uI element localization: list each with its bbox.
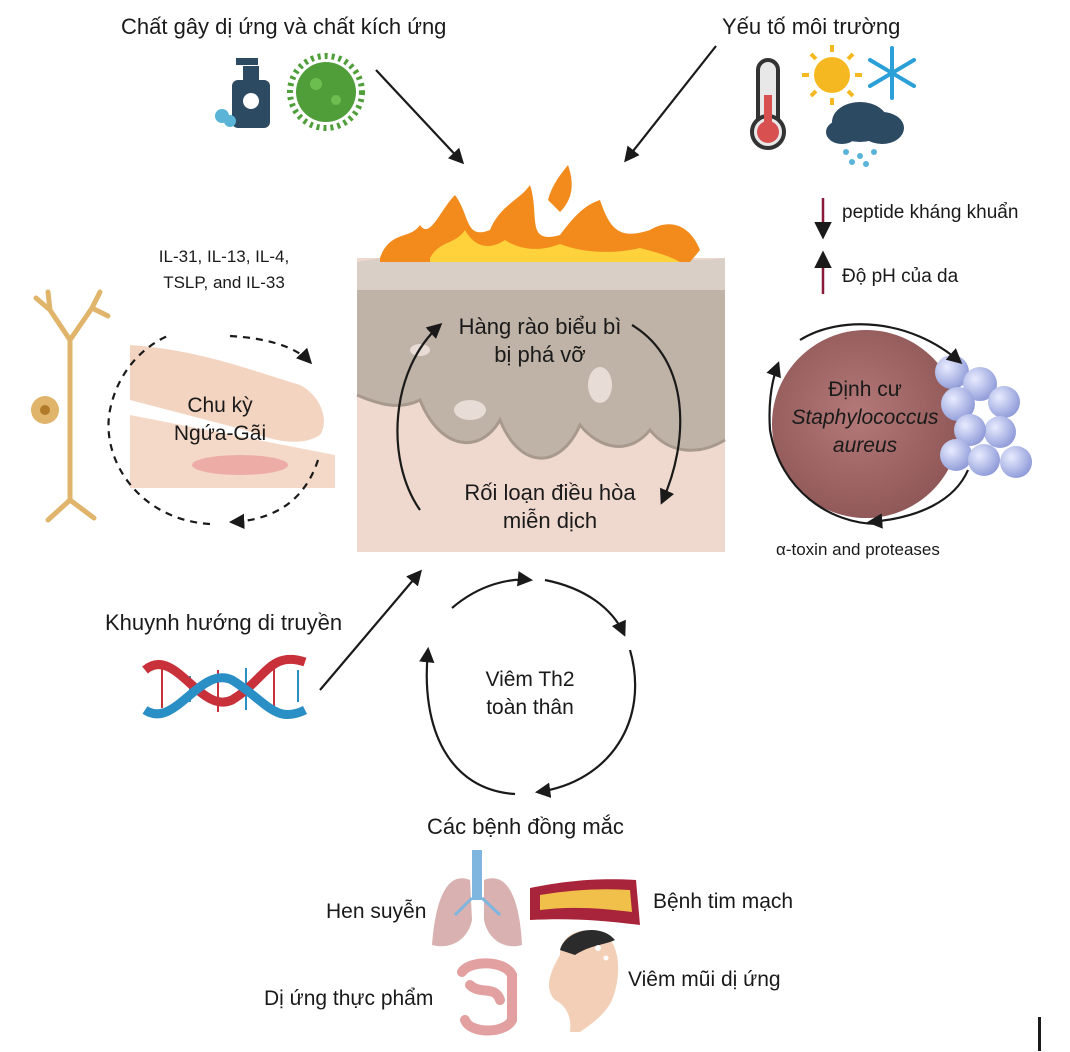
- cytokines-label: IL-31, IL-13, IL-4, TSLP, and IL-33: [134, 244, 314, 296]
- flame-icon: [380, 165, 700, 262]
- cytokines-line-1: IL-31, IL-13, IL-4,: [158, 247, 290, 266]
- cytokines-line-2: TSLP, and IL-33: [163, 273, 285, 292]
- asthma-label: Hen suyễn: [326, 900, 427, 923]
- rain-cloud-icon: [826, 102, 904, 167]
- staph-line-2: Staphylococcus: [791, 406, 939, 429]
- sun-icon: [802, 45, 862, 105]
- allergens-label: Chất gây dị ứng và chất kích ứng: [121, 14, 447, 39]
- itch-cycle-line-2: Ngứa-Gãi: [173, 422, 267, 445]
- cardio-label: Bệnh tim mạch: [653, 890, 794, 913]
- staph-disc: [772, 330, 960, 518]
- toxin-label: α-toxin and proteases: [776, 540, 940, 559]
- lungs-icon: [432, 850, 522, 947]
- rhinitis-label: Viêm mũi dị ứng: [628, 968, 781, 991]
- comorbidities-title: Các bệnh đồng mắc: [427, 814, 624, 839]
- peptide-label: peptide kháng khuẩn: [842, 202, 1019, 223]
- th2-line-2: toàn thân: [486, 696, 574, 719]
- artery-icon: [530, 879, 640, 925]
- soap-bottle-icon: [215, 58, 270, 128]
- barrier-label: Hàng rào biểu bì bị phá vỡ: [440, 314, 640, 368]
- head-icon: [548, 929, 619, 1032]
- immune-line-2: miễn dịch: [502, 508, 598, 533]
- immune-line-1: Rối loạn điều hòa: [464, 480, 636, 505]
- ph-label: Độ pH của da: [842, 266, 959, 287]
- genetic-label: Khuynh hướng di truyền: [105, 610, 343, 635]
- dna-icon: [142, 654, 308, 720]
- immune-label: Rối loạn điều hòa miễn dịch: [440, 480, 660, 534]
- thermometer-icon: [750, 58, 786, 150]
- barrier-line-2: bị phá vỡ: [494, 342, 586, 367]
- staph-line-1: Định cư: [828, 378, 902, 401]
- staph-line-3: aureus: [832, 434, 898, 457]
- intestine-icon: [457, 958, 517, 1036]
- food-allergy-label: Dị ứng thực phẩm: [264, 987, 434, 1010]
- bacteria-cluster: [935, 355, 1032, 478]
- neuron-icon: [33, 289, 111, 523]
- th2-label: Viêm Th2 toàn thân: [450, 666, 610, 722]
- environment-label: Yếu tố môi trường: [722, 14, 901, 39]
- scratching-arm: [130, 345, 335, 488]
- pollen-icon: [287, 53, 365, 131]
- snowflake-icon: [868, 46, 916, 100]
- itch-cycle-label: Chu kỳ Ngứa-Gãi: [150, 392, 290, 448]
- barrier-line-1: Hàng rào biểu bì: [458, 314, 622, 339]
- itch-cycle-line-1: Chu kỳ: [187, 394, 253, 417]
- th2-line-1: Viêm Th2: [485, 668, 575, 691]
- staph-label: Định cư Staphylococcus aureus: [770, 376, 960, 460]
